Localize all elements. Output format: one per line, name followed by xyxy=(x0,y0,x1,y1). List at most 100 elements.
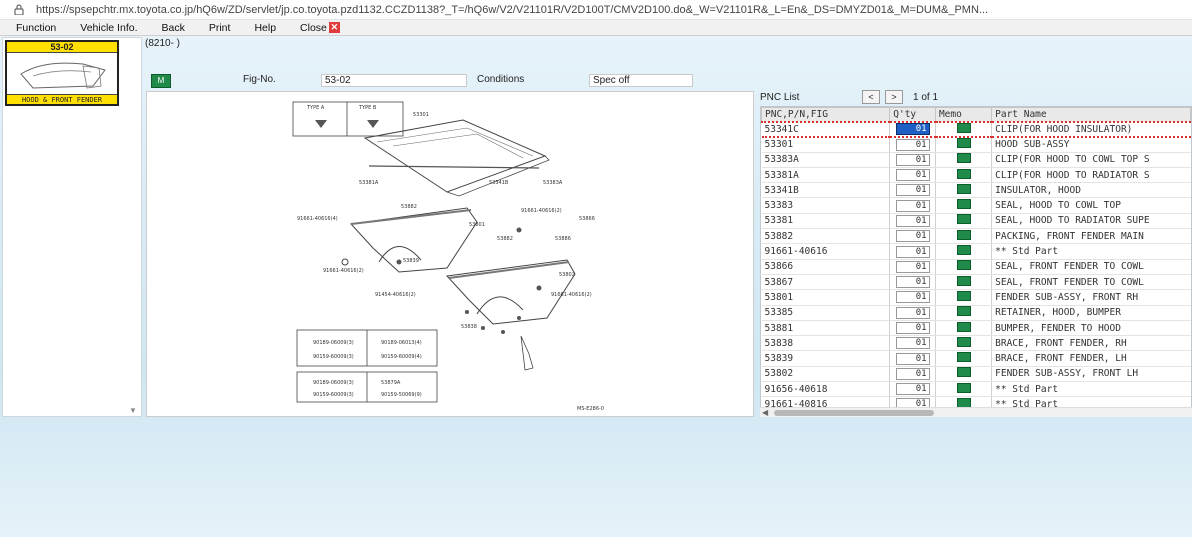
qty-input[interactable]: 01 xyxy=(895,123,930,136)
pnc-cell[interactable]: 53383 xyxy=(761,197,891,214)
menu-back[interactable]: Back xyxy=(161,21,185,34)
part-name-cell[interactable]: BUMPER, FENDER TO HOOD xyxy=(991,320,1191,337)
scrollbar-thumb[interactable] xyxy=(774,410,934,416)
part-name-cell[interactable]: CLIP(FOR HOOD TO COWL TOP S xyxy=(991,152,1191,168)
memo-icon[interactable] xyxy=(956,382,971,393)
table-row[interactable]: 53801 01 FENDER SUB-ASSY, FRONT RH xyxy=(761,289,1191,306)
part-name-cell[interactable]: BRACE, FRONT FENDER, RH xyxy=(991,335,1191,352)
pnc-cell[interactable]: 53881 xyxy=(761,320,891,337)
horizontal-scrollbar[interactable]: ◀ xyxy=(760,407,1192,417)
table-row[interactable]: 53882 01 PACKING, FRONT FENDER MAIN xyxy=(761,228,1191,245)
col-memo[interactable]: Memo xyxy=(934,107,993,122)
pnc-cell[interactable]: 53381 xyxy=(761,213,891,230)
memo-icon[interactable] xyxy=(956,183,971,194)
figure-thumbnail[interactable]: 53-02 HOOD & FRONT FENDER xyxy=(5,40,119,106)
qty-input[interactable]: 01 xyxy=(895,291,930,304)
pnc-cell[interactable]: 53882 xyxy=(761,228,891,245)
pnc-cell[interactable]: 53381A xyxy=(761,167,891,184)
pnc-cell[interactable]: 91656-40618 xyxy=(761,381,891,398)
qty-input[interactable]: 01 xyxy=(895,260,930,273)
part-name-cell[interactable]: SEAL, HOOD TO COWL TOP xyxy=(991,197,1191,214)
qty-input[interactable]: 01 xyxy=(895,306,930,319)
menu-function[interactable]: Function xyxy=(16,21,57,34)
part-name-cell[interactable]: INSULATOR, HOOD xyxy=(991,182,1191,199)
parts-diagram[interactable]: TYPE A TYPE B 53301 53381A 53341B 53383A xyxy=(146,91,754,417)
fig-no-field[interactable]: 53-02 xyxy=(321,74,467,87)
table-row[interactable]: 53301 01 HOOD SUB-ASSY xyxy=(761,136,1191,153)
qty-input[interactable]: 01 xyxy=(895,138,930,151)
qty-input[interactable]: 01 xyxy=(895,199,930,212)
memo-icon[interactable] xyxy=(956,306,971,317)
table-row[interactable]: 53341B 01 INSULATOR, HOOD xyxy=(761,182,1191,199)
memo-icon[interactable]: M xyxy=(151,74,171,88)
menu-print[interactable]: Print xyxy=(208,21,231,34)
part-name-cell[interactable]: SEAL, FRONT FENDER TO COWL xyxy=(991,259,1191,275)
pnc-cell[interactable]: 53839 xyxy=(761,350,891,367)
qty-input[interactable]: 01 xyxy=(895,169,930,182)
table-row[interactable]: 53341C 01 CLIP(FOR HOOD INSULATOR) xyxy=(761,120,1191,138)
pnc-cell[interactable]: 53802 xyxy=(761,366,891,383)
pnc-cell[interactable]: 53301 xyxy=(761,136,891,153)
url-text[interactable]: https://spsepchtr.mx.toyota.co.jp/hQ6w/Z… xyxy=(36,3,989,16)
table-row[interactable]: 53381A 01 CLIP(FOR HOOD TO RADIATOR S xyxy=(761,167,1191,184)
pnc-cell[interactable]: 53867 xyxy=(761,274,891,291)
menu-close[interactable]: Close ✕ xyxy=(300,22,340,34)
pnc-cell[interactable]: 53838 xyxy=(761,335,891,352)
memo-icon[interactable] xyxy=(956,321,971,332)
part-name-cell[interactable]: CLIP(FOR HOOD TO RADIATOR S xyxy=(991,167,1191,184)
memo-icon[interactable] xyxy=(956,138,971,149)
address-bar[interactable]: https://spsepchtr.mx.toyota.co.jp/hQ6w/Z… xyxy=(0,0,1192,20)
memo-icon[interactable] xyxy=(956,336,971,347)
memo-icon[interactable] xyxy=(956,229,971,240)
scroll-left-icon[interactable]: ◀ xyxy=(762,408,769,417)
col-pnc[interactable]: PNC,P/N,FIG xyxy=(761,107,891,122)
part-name-cell[interactable]: FENDER SUB-ASSY, FRONT LH xyxy=(991,366,1191,383)
conditions-field[interactable]: Spec off xyxy=(589,74,693,87)
memo-icon[interactable] xyxy=(956,352,971,363)
pnc-cell[interactable]: 53801 xyxy=(761,289,891,306)
memo-icon[interactable] xyxy=(956,153,971,164)
qty-input[interactable]: 01 xyxy=(895,367,930,380)
part-name-cell[interactable]: PACKING, FRONT FENDER MAIN xyxy=(991,228,1191,245)
pnc-cell[interactable]: 53383A xyxy=(761,152,891,168)
qty-input[interactable]: 01 xyxy=(895,276,930,289)
qty-input[interactable]: 01 xyxy=(895,214,930,227)
qty-input[interactable]: 01 xyxy=(895,322,930,334)
table-row[interactable]: 53802 01 FENDER SUB-ASSY, FRONT LH xyxy=(761,366,1191,383)
memo-icon[interactable] xyxy=(956,199,971,210)
memo-icon[interactable] xyxy=(956,290,971,301)
part-name-cell[interactable]: HOOD SUB-ASSY xyxy=(991,136,1191,153)
table-row[interactable]: 53867 01 SEAL, FRONT FENDER TO COWL xyxy=(761,274,1191,291)
part-name-cell[interactable]: SEAL, HOOD TO RADIATOR SUPE xyxy=(991,213,1191,230)
table-row[interactable]: 91656-40618 01 ** Std Part xyxy=(761,381,1191,398)
part-name-cell[interactable]: CLIP(FOR HOOD INSULATOR) xyxy=(991,120,1191,138)
qty-input[interactable]: 01 xyxy=(895,337,930,350)
memo-icon[interactable] xyxy=(956,168,971,179)
part-name-cell[interactable]: ** Std Part xyxy=(991,381,1191,398)
table-row[interactable]: 53881 01 BUMPER, FENDER TO HOOD xyxy=(761,320,1191,337)
qty-input[interactable]: 01 xyxy=(895,230,930,243)
qty-input[interactable]: 01 xyxy=(895,383,930,396)
memo-icon[interactable] xyxy=(956,367,971,378)
table-row[interactable]: 53381 01 SEAL, HOOD TO RADIATOR SUPE xyxy=(761,213,1191,230)
part-name-cell[interactable]: SEAL, FRONT FENDER TO COWL xyxy=(991,274,1191,291)
memo-icon[interactable] xyxy=(956,122,971,133)
memo-icon[interactable] xyxy=(956,214,971,225)
pnc-cell[interactable]: 53341B xyxy=(761,182,891,199)
qty-input[interactable]: 01 xyxy=(895,184,930,197)
menu-vehicle-info[interactable]: Vehicle Info. xyxy=(80,21,138,34)
pnc-cell[interactable]: 53341C xyxy=(761,120,891,138)
col-qty[interactable]: Q'ty xyxy=(889,107,936,122)
prev-page-button[interactable]: < xyxy=(862,90,880,104)
part-name-cell[interactable]: FENDER SUB-ASSY, FRONT RH xyxy=(991,289,1191,306)
close-icon[interactable]: ✕ xyxy=(328,22,340,33)
table-row[interactable]: 53383 01 SEAL, HOOD TO COWL TOP xyxy=(761,197,1191,214)
next-page-button[interactable]: > xyxy=(885,90,903,104)
memo-icon[interactable] xyxy=(956,260,971,271)
scroll-down-icon[interactable]: ▼ xyxy=(129,406,137,415)
